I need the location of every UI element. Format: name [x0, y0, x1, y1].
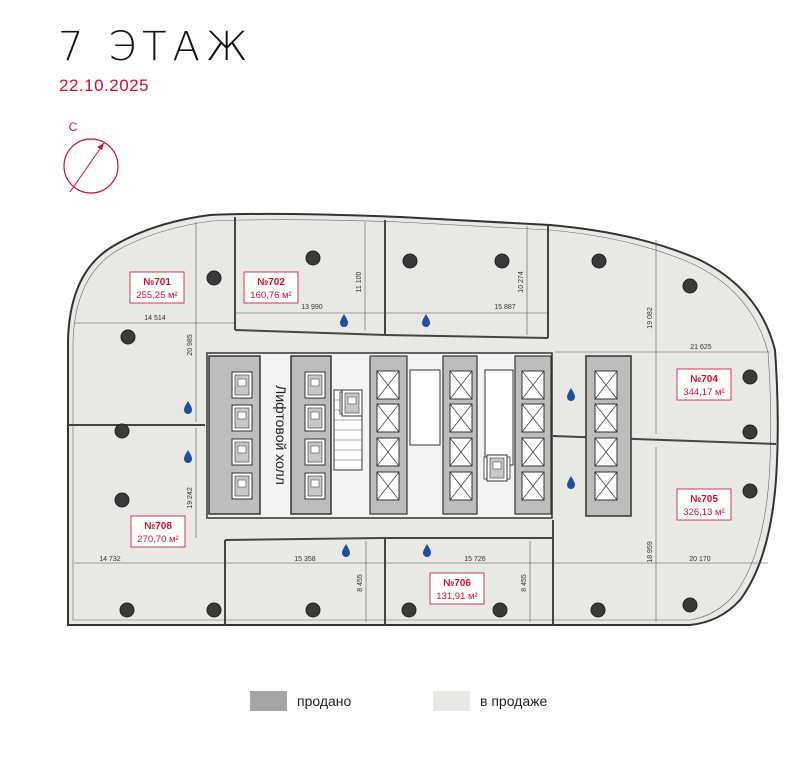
legend-label-sold: продано — [297, 693, 352, 709]
dimension-label: 21 625 — [690, 344, 712, 351]
dimension-label: 15 358 — [294, 556, 316, 563]
unit-label-704[interactable]: №704 344,17 м² — [676, 368, 732, 401]
dimension-labels: 14 514 20 985 13 990 11 100 15 887 10 27… — [99, 271, 712, 592]
dimension-label: 10 274 — [518, 271, 525, 293]
legend-swatch-for-sale — [433, 691, 470, 711]
legend-label-for-sale: в продаже — [480, 693, 548, 709]
unit-label-705[interactable]: №705 326,13 м² — [676, 488, 732, 521]
unit-area: 255,25 м² — [136, 290, 177, 301]
hall-label: Лифтовой холл — [273, 385, 289, 485]
unit-label-701[interactable]: №701 255,25 м² — [129, 271, 185, 304]
unit-area: 270,70 м² — [137, 534, 178, 545]
unit-area: 160,76 м² — [250, 290, 291, 301]
unit-area: 326,13 м² — [683, 507, 724, 518]
dimension-label: 14 732 — [99, 556, 121, 563]
unit-number: №706 — [443, 578, 471, 589]
dimension-label: 18 959 — [647, 541, 654, 563]
dimension-label: 20 170 — [689, 556, 711, 563]
dimension-label: 15 726 — [464, 556, 486, 563]
dimension-label: 14 514 — [144, 315, 166, 322]
legend-for-sale: в продаже — [433, 691, 547, 711]
legend-sold: продано — [250, 691, 351, 711]
unit-number: №705 — [690, 494, 718, 505]
dimension-lines — [74, 222, 770, 622]
dimension-label: 13 990 — [301, 304, 323, 311]
compass: С — [63, 120, 119, 194]
unit-label-708[interactable]: №708 270,70 м² — [130, 515, 186, 548]
unit-area: 131,91 м² — [436, 591, 477, 602]
dimension-label: 20 985 — [187, 334, 194, 356]
columns — [114, 250, 758, 618]
unit-label-702[interactable]: №702 160,76 м² — [243, 271, 299, 304]
unit-area: 344,17 м² — [683, 387, 724, 398]
unit-number: №701 — [143, 277, 171, 288]
dimension-label: 8 455 — [357, 574, 364, 592]
dimension-label: 8 455 — [521, 574, 528, 592]
unit-label-706[interactable]: №706 131,91 м² — [429, 572, 485, 605]
dimension-label: 19 082 — [647, 307, 654, 329]
floor-date: 22.10.2025 — [59, 76, 150, 95]
unit-number: №708 — [144, 521, 172, 532]
compass-label: С — [69, 120, 78, 134]
dimension-label: 11 100 — [356, 271, 363, 292]
unit-number: №702 — [257, 277, 285, 288]
dimension-label: 19 242 — [187, 487, 194, 509]
dimension-label: 15 887 — [494, 304, 516, 311]
legend-swatch-sold — [250, 691, 287, 711]
floor-title: 7 ЭТАЖ — [58, 24, 254, 70]
unit-number: №704 — [690, 374, 718, 385]
